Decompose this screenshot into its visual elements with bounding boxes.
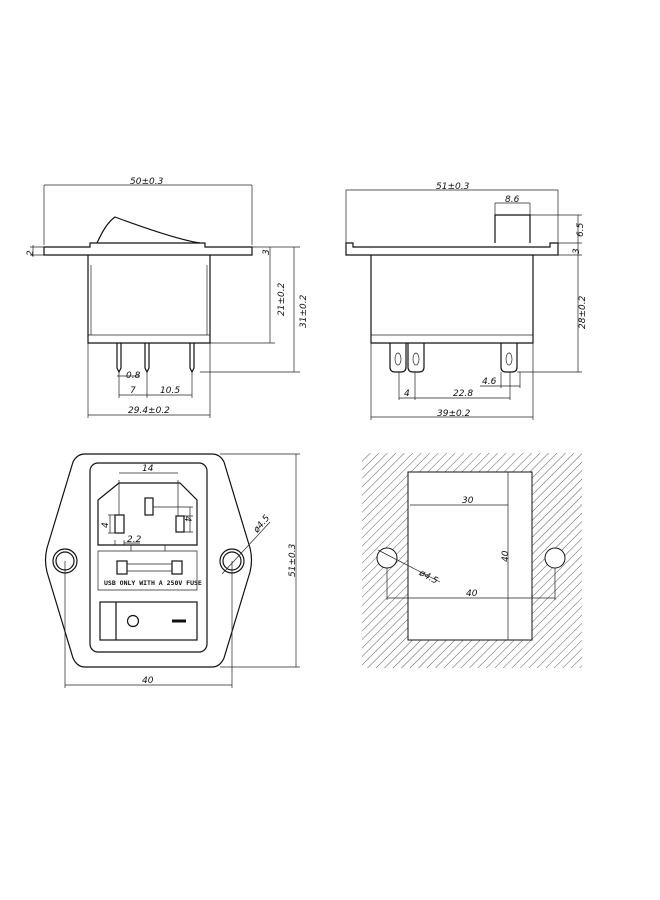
- dim-pin-pitch-1: 7: [130, 386, 136, 396]
- front-side-view: 51±0.3 8.6 6.5 3 28±0.2 4 22.8 4.6 39±0.…: [345, 182, 588, 420]
- dim-pin-height-right: 4: [182, 516, 192, 522]
- dim-width: 51±0.3: [436, 182, 470, 192]
- panel-cutout-view: 30 40 40 ø4.5: [362, 453, 582, 668]
- off-symbol-icon: [126, 614, 140, 628]
- dim-width: 30: [462, 496, 474, 506]
- fuse-warning-text: USB ONLY WITH A 250V FUSE: [104, 579, 202, 587]
- dim-width: 50±0.3: [130, 177, 164, 187]
- dim-pin-width: 0.8: [126, 371, 141, 381]
- dim-tab-pitch-2: 22.8: [453, 389, 473, 399]
- dim-body-width: 39±0.2: [437, 409, 471, 419]
- dim-flange-right: 3: [262, 249, 272, 255]
- dim-body-height: 21±0.2: [277, 282, 287, 316]
- dim-body-height: 28±0.2: [578, 295, 588, 329]
- dim-button-width: 8.6: [505, 195, 520, 205]
- dim-button-height: 6.5: [576, 222, 586, 237]
- dim-hole-pitch: 40: [142, 676, 154, 686]
- dim-total-height: 31±0.2: [299, 294, 309, 328]
- dim-flange: 2: [26, 250, 36, 256]
- front-view: USB ONLY WITH A 250V FUSE 14 4 4 2.2 ø4.…: [44, 453, 300, 688]
- dim-flange: 3: [572, 248, 582, 254]
- dim-pin-height-left: 4: [101, 522, 111, 528]
- side-view: 50±0.3 2 3 21±0.2 31±0.2 0.8 7 10.5 29.4…: [26, 177, 309, 418]
- dim-hole-diameter: ø4.5: [251, 513, 272, 536]
- dim-pin-pitch-2: 10.5: [160, 386, 180, 396]
- dim-height: 51±0.3: [288, 543, 298, 577]
- dim-tab-width: 4.6: [482, 377, 497, 387]
- dim-hole-pitch: 40: [466, 589, 478, 599]
- dim-pin-offset: 2.2: [127, 535, 142, 545]
- dim-body-width: 29.4±0.2: [128, 406, 170, 416]
- dim-socket-width: 14: [142, 464, 154, 474]
- dim-height: 40: [501, 550, 511, 562]
- dim-tab-pitch-1: 4: [404, 389, 410, 399]
